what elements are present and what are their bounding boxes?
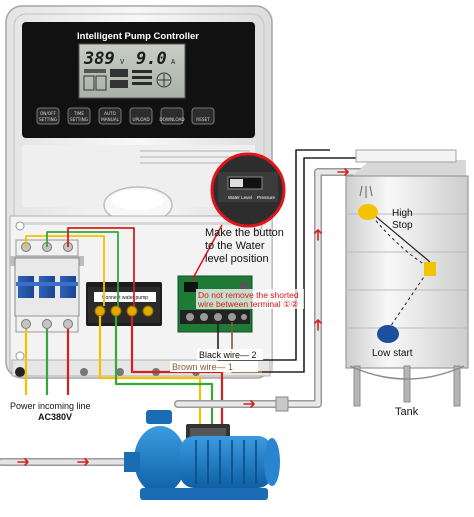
power-voltage-label: AC380V [38,412,72,422]
breaker-pole-3 [60,276,76,298]
controller-button-5[interactable] [160,107,184,125]
controller-button-2[interactable] [67,107,91,125]
flow-arrows [17,168,349,466]
lcd-status-icons [83,69,172,91]
controller-button-line2: SETTING [70,117,88,122]
switch-right-label: Pressure [257,195,276,200]
black-wire-label: Black wire— 2 [199,350,257,360]
power-line-label: Power incoming line [10,401,91,411]
low-float [377,325,399,343]
board-terminal-strip [180,310,250,324]
instruction-line-1: Make the button [205,227,284,239]
controller-button-4[interactable] [129,107,153,125]
warning-line-1: Do not remove the shorted [198,290,299,300]
pump-motor [180,436,272,488]
controller-title: Intelligent Pump Controller [77,31,199,42]
controller-button-line2: DOWNLOAD [159,117,184,122]
warning-line-2: wire between terminal ①② [197,299,299,309]
check-valve [275,396,289,412]
level-switch-callout: Water Level Pressure Make the button to … [191,152,286,281]
callout-instruction: Make the button to the Water level posit… [205,227,284,265]
instruction-line-2: to the Water [205,240,265,252]
controller-button-line2: UPLOAD [132,117,149,122]
controller-button-3[interactable] [98,107,122,125]
controller-button-6[interactable] [191,107,215,125]
instruction-line-3: level position [205,253,269,265]
tank-legs [349,365,465,407]
switch-left-label: Water Level [228,195,252,200]
circuit-breaker: DZ47-63 [10,239,84,333]
black-wire [217,149,330,361]
voltage-unit: V [120,58,125,66]
breaker-pole-2 [39,276,55,298]
terminal-screws [94,305,154,317]
breaker-pole-1 [18,276,34,298]
controller-button-line1: TIME [73,111,84,116]
controller-button-line2: RESET [196,117,210,122]
warning-note: Do not remove the shorted wire between t… [196,289,304,309]
controller-button-line2: MANUAL [101,117,120,122]
high-float [358,204,378,220]
controller-button-line1: AUTO [104,111,116,116]
low-start-label: Low start [372,348,413,359]
controller-button-line2: SETTING [39,117,57,122]
level-weight [424,262,436,276]
water-pump [124,410,280,500]
current-readout: 9.0 [136,49,167,69]
high-label: High [392,208,413,219]
water-tank: High Stop Low start Tank [345,149,469,418]
stop-label: Stop [392,220,413,231]
voltage-readout: 389 [83,49,115,69]
pump-terminal-block: Connect water pump [86,282,162,326]
current-unit: A [171,58,176,66]
brown-wire-label: Brown wire— 1 [172,362,233,372]
breaker-terminals-bottom [15,315,79,333]
controller-button-1[interactable] [36,107,60,125]
vent-slots [140,150,250,164]
terminal-label: Connect water pump [102,295,148,301]
pump-volute [134,426,186,494]
tank-label: Tank [395,406,419,418]
controller-button-line1: ON/OFF [40,111,57,116]
